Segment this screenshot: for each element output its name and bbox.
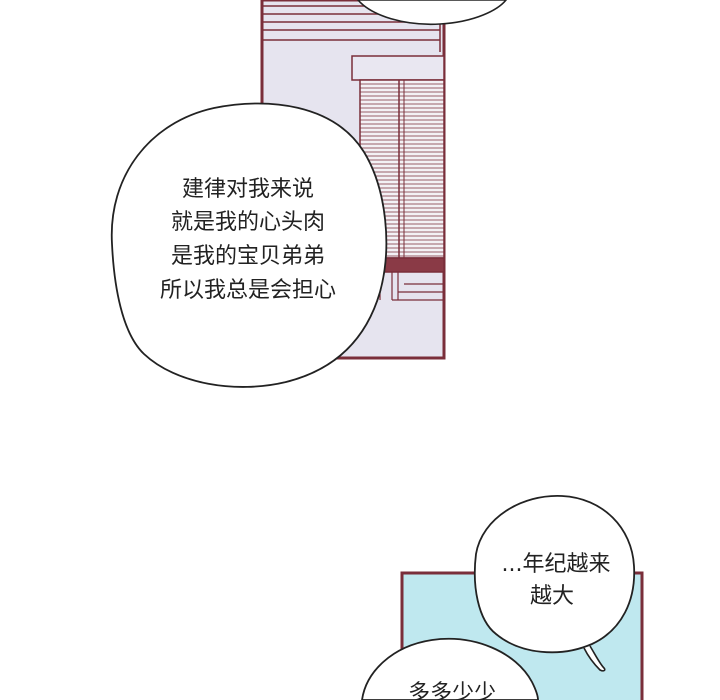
bubble-main-line-3: 是我的宝贝弟弟 [171, 244, 325, 269]
speech-bubble-right: ...年纪越来 越大 [473, 495, 636, 672]
speech-bubble-top [356, 0, 508, 26]
bubble-right-line-1: ...年纪越来 [502, 552, 611, 577]
speech-bubble-bottom: 多多少少 [361, 638, 539, 700]
bubble-main-line-2: 就是我的心头肉 [171, 210, 325, 235]
bubble-right-line-2: 越大 [530, 584, 574, 609]
bubble-main-line-1: 建律对我来说 [182, 177, 314, 202]
bubble-main-line-4: 所以我总是会担心 [160, 278, 336, 303]
speech-bubble-main: 建律对我来说 就是我的心头肉 是我的宝贝弟弟 所以我总是会担心 [110, 102, 388, 388]
ceiling-stripes [262, 0, 444, 52]
bubble-bottom-line-1: 多多少少 [408, 681, 496, 700]
